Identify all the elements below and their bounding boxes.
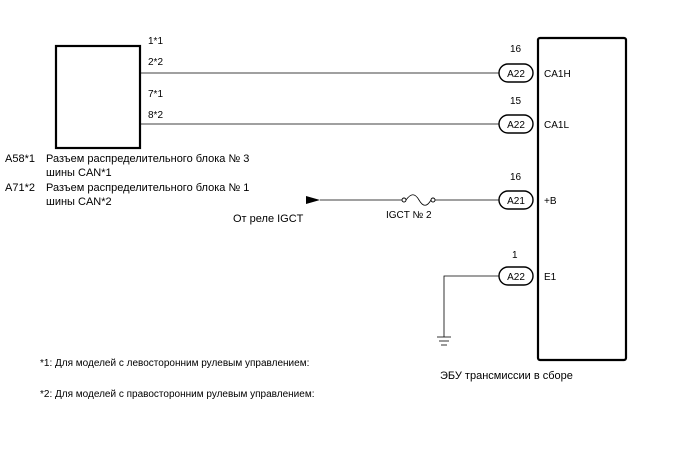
ecu-pin-number-ca1h: 16 [510, 44, 522, 55]
signal-ca1l: CA1L [544, 120, 569, 131]
signal-ca1h: CA1H [544, 69, 571, 80]
connector-label-e1: A22 [507, 272, 525, 283]
transmission-ecu-box [536, 36, 628, 362]
signal-plus-b: +B [544, 196, 557, 207]
footnote-2: *2: Для моделей с правосторонним рулевым… [40, 389, 315, 400]
connector-desc-a71-line1: Разъем распределительного блока № 1 [46, 182, 249, 194]
connector-code-a71: A71*2 [5, 182, 35, 194]
connector-desc-a58-line1: Разъем распределительного блока № 3 [46, 153, 249, 165]
connector-label-ca1l: A22 [507, 120, 525, 131]
signal-e1: E1 [544, 272, 557, 283]
fuse-terminal-right [430, 197, 436, 203]
connector-code-a58: A58*1 [5, 153, 35, 165]
source-label: От реле IGCT [233, 213, 304, 225]
ecu-pin-number-plus-b: 16 [510, 172, 522, 183]
pin-label-8: 8*2 [148, 110, 163, 121]
fuse-label: IGCT № 2 [386, 210, 432, 221]
can-junction-connector-box [54, 44, 142, 150]
footnote-1: *1: Для моделей с левосторонним рулевым … [40, 358, 309, 369]
ecu-pin-number-ca1l: 15 [510, 96, 522, 107]
connector-a22-e1 [498, 266, 534, 286]
connector-a22-ca1h [498, 63, 534, 83]
wire-ground [443, 275, 499, 337]
connector-label-ca1h: A22 [507, 69, 525, 80]
pin-label-7: 7*1 [148, 89, 163, 100]
pin-label-2: 2*2 [148, 57, 163, 68]
connector-a22-ca1l [498, 114, 534, 134]
fuse-icon [405, 194, 432, 206]
pin-label-1: 1*1 [148, 36, 163, 47]
connector-a21-plus-b [498, 190, 534, 210]
connector-desc-a58-line2: шины CAN*1 [46, 167, 112, 179]
connector-label-plus-b: A21 [507, 196, 525, 207]
connector-desc-a71-line2: шины CAN*2 [46, 196, 112, 208]
source-arrow-icon [306, 196, 320, 204]
fuse-terminal-left [401, 197, 407, 203]
ecu-label: ЭБУ трансмиссии в сборе [440, 370, 573, 382]
ecu-pin-number-e1: 1 [512, 250, 518, 261]
